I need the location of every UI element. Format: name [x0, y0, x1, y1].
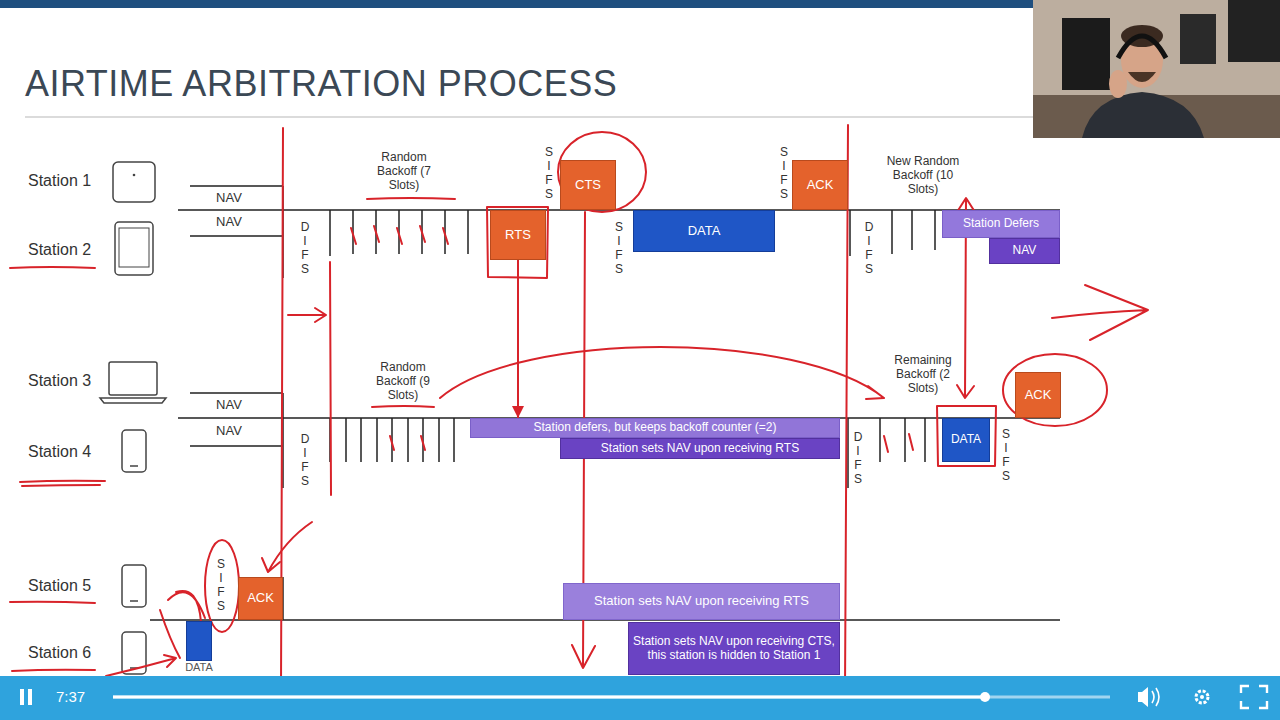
- volume-icon: [1138, 687, 1148, 707]
- box-text: ACK: [1025, 388, 1052, 403]
- phone-button: [130, 466, 138, 668]
- poster: [1062, 18, 1110, 90]
- headphones: [1118, 36, 1166, 58]
- nav-bar: NAV: [989, 238, 1060, 264]
- interframe-space: D I F S: [299, 220, 311, 276]
- interframe-space: S I F S: [543, 145, 555, 201]
- tablet-icon: [113, 162, 155, 202]
- box-text: CTS: [575, 178, 601, 193]
- player-bar: [0, 676, 1280, 720]
- signal-arrow: [517, 260, 519, 418]
- pause-icon: [28, 689, 32, 705]
- pen-box: [937, 406, 996, 466]
- pen-circle: [1003, 354, 1107, 426]
- box-text: DATA: [185, 661, 213, 674]
- interframe-space: D I F S: [852, 430, 864, 486]
- station-label: Station 3: [28, 371, 118, 391]
- interframe-space: D I F S: [863, 220, 875, 276]
- cts-frame: CTS: [560, 160, 616, 210]
- backoff-label: Random Backoff (9 Slots): [376, 360, 430, 402]
- settings-icon: [1196, 691, 1208, 703]
- station-label: Station 2: [28, 240, 118, 260]
- tablet-screen: [119, 228, 149, 267]
- box-text: Station defers, but keeps backoff counte…: [534, 421, 777, 435]
- slot-tick-mark: [351, 226, 913, 452]
- pen-annotations: [10, 125, 1148, 690]
- ack-frame: ACK: [238, 577, 283, 620]
- progress-played: [113, 696, 985, 699]
- nav-bar: Station sets NAV upon receiving CTS, thi…: [628, 622, 840, 675]
- rts-frame: RTS: [490, 210, 546, 260]
- box-text: DATA: [688, 224, 721, 239]
- nav-bar: Station sets NAV upon receiving RTS: [560, 438, 840, 459]
- nav-label: NAV: [209, 424, 249, 438]
- ack-frame: ACK: [1015, 372, 1061, 418]
- top-bar: [0, 0, 1033, 8]
- settings-hub: [1200, 695, 1204, 699]
- backoff-label: Remaining Backoff (2 Slots): [892, 353, 954, 395]
- station-label: Station 5: [28, 576, 118, 596]
- box-text: Station sets NAV upon receiving RTS: [601, 442, 799, 456]
- person-shirt: [1082, 92, 1204, 138]
- pen-arrow: [262, 522, 312, 572]
- slide-title: AIRTIME ARBITRATION PROCESS: [25, 62, 617, 106]
- interframe-space: S I F S: [778, 145, 790, 201]
- station-label: Station 4: [28, 442, 118, 462]
- backoff-label: New Random Backoff (10 Slots): [884, 154, 962, 196]
- interframe-space: S I F S: [215, 557, 227, 613]
- interframe-space: S I F S: [1000, 427, 1012, 483]
- volume-waves: [1152, 688, 1159, 706]
- webcam-frame: [1033, 0, 1280, 138]
- data-frame: DATA: [633, 210, 775, 252]
- fullscreen-icon: [1241, 686, 1267, 708]
- tablet-icon: [115, 222, 153, 275]
- box-text: ACK: [247, 591, 274, 606]
- station-label: Station 1: [28, 171, 118, 191]
- defer-bar: Station defers, but keeps backoff counte…: [470, 418, 840, 438]
- box-text: Station Defers: [963, 217, 1039, 231]
- timeline: [150, 186, 1060, 620]
- video-time: 7:37: [56, 688, 106, 706]
- person-beard: [1128, 72, 1156, 82]
- underline: [10, 267, 105, 671]
- underline: [367, 198, 455, 407]
- data-frame: DATA: [942, 418, 990, 462]
- pen-arrow: [1052, 285, 1148, 340]
- backoff-label: Random Backoff (7 Slots): [377, 150, 431, 192]
- nav-label: NAV: [209, 215, 249, 229]
- nav-label: NAV: [209, 398, 249, 412]
- title-rule: [25, 116, 1033, 118]
- box-text: NAV: [1013, 244, 1037, 258]
- interframe-space: D I F S: [299, 432, 311, 488]
- nav-bar: Station sets NAV upon receiving RTS: [563, 583, 840, 620]
- progress-knob: [980, 692, 990, 702]
- pen-arrow: [106, 655, 176, 676]
- laptop-base: [100, 398, 166, 403]
- data-frame: DATA: [182, 621, 216, 675]
- box-text: Station sets NAV upon receiving RTS: [594, 594, 809, 609]
- pause-icon: [20, 689, 24, 705]
- pen-arrow: [440, 347, 884, 399]
- laptop-icon: [109, 362, 157, 395]
- box-text: RTS: [505, 228, 531, 243]
- interframe-space: S I F S: [613, 220, 625, 276]
- defer-bar: Station Defers: [942, 210, 1060, 238]
- nav-label: NAV: [209, 191, 249, 205]
- poster: [1228, 0, 1280, 62]
- box-text: DATA: [951, 433, 981, 447]
- person-hand: [1109, 70, 1127, 98]
- pen-circle: [205, 540, 239, 632]
- pen-arrow: [288, 308, 326, 322]
- tablet-camera: [133, 174, 136, 177]
- box-text: Station sets NAV upon receiving CTS, thi…: [633, 635, 835, 663]
- box-text: ACK: [807, 178, 834, 193]
- pen-line: [330, 262, 331, 495]
- data-frame-block: [186, 621, 212, 661]
- station-label: Station 6: [28, 643, 118, 663]
- progress-track: [113, 696, 1110, 699]
- poster: [1180, 14, 1216, 64]
- pen-circle: [558, 132, 646, 212]
- ack-frame: ACK: [792, 160, 848, 210]
